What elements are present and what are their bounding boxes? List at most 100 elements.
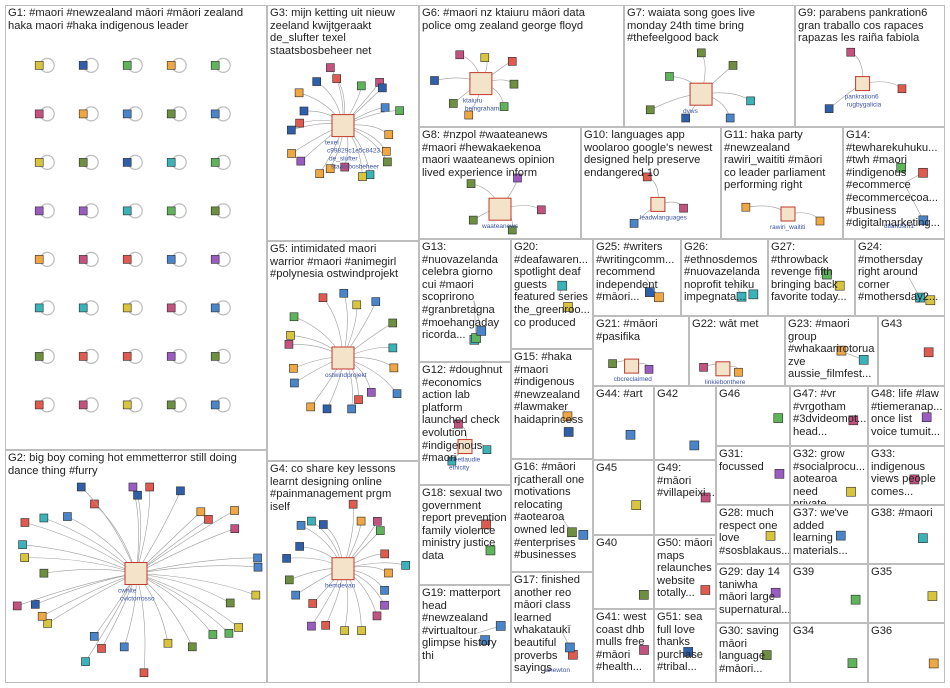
- node: [815, 216, 825, 226]
- node: [897, 84, 907, 94]
- node: [681, 113, 690, 123]
- node: [319, 520, 328, 529]
- node: [356, 81, 366, 91]
- node: [163, 638, 173, 648]
- node: [133, 490, 142, 500]
- node-label: sheetlaudie: [447, 457, 481, 464]
- node-label: ethicity: [449, 465, 470, 472]
- group-panel-g7: G7: waiata song goes live monday 24th ti…: [624, 5, 795, 127]
- edge: [43, 517, 137, 574]
- node: [34, 303, 44, 313]
- group-panel-g24: G24: #mothersday right around corner #mo…: [855, 239, 945, 316]
- node: [210, 303, 220, 313]
- group-panel-g29: G29: day 14 taniwha māori large supernat…: [716, 564, 790, 623]
- node: [365, 170, 375, 179]
- group-panel-g46: G46: [716, 386, 790, 446]
- node: [122, 255, 132, 264]
- network-graph: [700, 585, 711, 595]
- node: [388, 343, 398, 353]
- hub-node: [331, 346, 355, 370]
- node: [700, 492, 711, 503]
- node-label: ktaiuru: [463, 98, 483, 105]
- node: [166, 400, 176, 410]
- group-panel-g11: G11: haka party #newzealand rawiri_waiti…: [721, 127, 843, 239]
- node: [210, 61, 220, 70]
- group-panel-g18: G18: sexual two government report preven…: [419, 485, 511, 585]
- node: [230, 524, 240, 533]
- node: [312, 77, 322, 86]
- group-panel-g45: G45: [593, 460, 654, 535]
- node: [166, 158, 176, 167]
- node-label: staatsbosbeheer: [331, 164, 380, 171]
- node: [290, 378, 299, 388]
- node: [210, 206, 220, 216]
- node: [507, 225, 517, 235]
- node: [468, 215, 478, 225]
- node: [81, 657, 90, 666]
- group-panel-g49: G49: #māori #villapeixi...: [654, 460, 716, 535]
- network-graph: [850, 594, 861, 605]
- node: [699, 363, 708, 372]
- network-graph: [559, 515, 589, 540]
- node: [20, 553, 30, 562]
- node: [352, 300, 362, 310]
- node: [774, 469, 785, 479]
- node: [454, 419, 463, 429]
- node: [665, 72, 674, 81]
- node: [20, 518, 30, 527]
- hub-node: [457, 439, 473, 455]
- node: [639, 645, 649, 655]
- edge: [473, 300, 477, 339]
- node-label: cbcreclaimed: [614, 376, 653, 383]
- node: [166, 303, 176, 313]
- node: [471, 333, 481, 343]
- node: [380, 585, 389, 595]
- network-graph: [34, 57, 231, 413]
- node: [166, 206, 176, 216]
- node-label: rawiri_waititi: [770, 224, 805, 231]
- node: [308, 599, 318, 608]
- node: [34, 255, 44, 264]
- group-panel-g39: G39: [790, 564, 868, 623]
- node: [208, 630, 218, 639]
- group-panel-g14: G14: #tewharekuhuku... #twh #maori #indi…: [843, 127, 945, 239]
- network-graph: [639, 590, 649, 600]
- node: [230, 506, 239, 515]
- node: [166, 109, 176, 119]
- group-panel-g27: G27: #throwback revenge fifth bringing b…: [768, 239, 855, 316]
- network-graph: [909, 474, 920, 485]
- node: [631, 500, 642, 510]
- group-panel-g5: G5: intimidated maori warrior #maori #an…: [267, 241, 419, 461]
- group-panel-g38: G38: #maori: [868, 505, 945, 564]
- node: [373, 516, 382, 526]
- node: [234, 623, 243, 632]
- node: [507, 57, 517, 66]
- edge: [24, 522, 137, 574]
- node: [39, 568, 49, 578]
- node: [923, 347, 934, 358]
- node: [770, 587, 781, 598]
- node: [339, 288, 349, 298]
- node: [145, 482, 154, 492]
- node: [122, 400, 132, 410]
- network-graph: rawiri_waititi: [741, 202, 825, 231]
- edge: [81, 486, 137, 574]
- node: [196, 507, 206, 517]
- node-label: beingraham: [465, 106, 499, 113]
- node: [321, 620, 330, 630]
- node: [294, 88, 304, 98]
- network-graph: [557, 280, 573, 312]
- network-graph: [645, 277, 664, 303]
- group-panel-g50: G50: māori maps relaunches website total…: [654, 535, 716, 609]
- group-panel-g40: G40: [593, 535, 654, 609]
- node: [358, 172, 367, 181]
- node: [395, 106, 404, 115]
- node: [629, 219, 639, 228]
- network-graph: linkiebonthere: [699, 361, 746, 385]
- node: [291, 590, 300, 600]
- network-graph: [848, 415, 859, 426]
- node: [139, 668, 149, 678]
